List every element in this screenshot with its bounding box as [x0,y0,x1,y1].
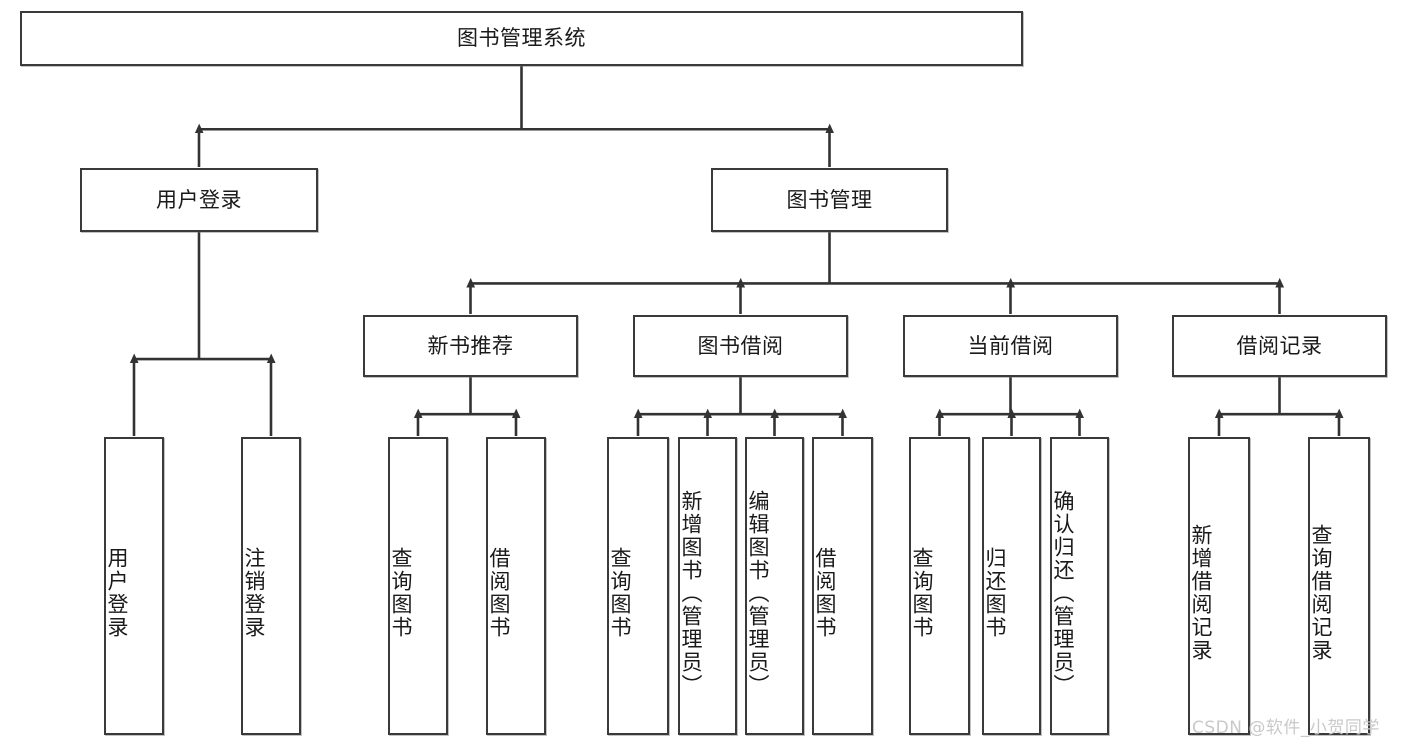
node-l-c-return[interactable]: 归还图书 [982,437,1041,735]
node-l-r-add[interactable]: 新增借阅记录 [1188,437,1250,735]
node-label: 查询图书 [608,547,633,639]
node-label: 查询图书 [389,547,414,639]
node-l-b-borrow[interactable]: 借阅图书 [812,437,873,735]
node-l-new-query[interactable]: 查询图书 [388,437,448,735]
node-label: 新增借阅记录 [1189,524,1214,662]
node-records[interactable]: 借阅记录 [1172,315,1387,377]
node-label: 确认归还（管理员） [1051,489,1076,697]
node-label: 当前借阅 [967,333,1054,358]
node-label: 新书推荐 [427,333,514,358]
node-label: 图书管理 [786,187,873,212]
node-label: 注销登录 [242,547,267,639]
node-root[interactable]: 图书管理系统 [20,11,1023,66]
node-label: 查询图书 [910,547,935,639]
node-current[interactable]: 当前借阅 [903,315,1118,377]
node-label: 图书管理系统 [457,26,586,51]
node-label: 图书借阅 [697,333,784,358]
node-bookmgmt[interactable]: 图书管理 [711,168,948,232]
node-l-r-query[interactable]: 查询借阅记录 [1308,437,1370,735]
node-label: 借阅图书 [487,547,512,639]
node-l-c-query[interactable]: 查询图书 [909,437,970,735]
node-borrow[interactable]: 图书借阅 [633,315,848,377]
node-l-b-add[interactable]: 新增图书（管理员） [678,437,737,735]
node-label: 借阅记录 [1236,333,1323,358]
node-l-b-edit[interactable]: 编辑图书（管理员） [745,437,804,735]
node-label: 新增图书（管理员） [679,489,704,697]
node-label: 用户登录 [105,547,130,639]
node-login[interactable]: 用户登录 [80,168,318,232]
node-l-user-login[interactable]: 用户登录 [104,437,164,735]
node-newbook[interactable]: 新书推荐 [363,315,578,377]
node-l-c-confirm[interactable]: 确认归还（管理员） [1050,437,1109,735]
node-l-user-logout[interactable]: 注销登录 [241,437,301,735]
node-label: 用户登录 [156,187,242,212]
watermark-text: CSDN @软件_小贺同学 [1192,718,1380,738]
node-l-new-borrow[interactable]: 借阅图书 [486,437,546,735]
node-l-b-query[interactable]: 查询图书 [607,437,669,735]
node-label: 查询借阅记录 [1309,524,1334,662]
node-label: 归还图书 [983,547,1008,639]
node-label: 编辑图书（管理员） [746,489,771,697]
node-label: 借阅图书 [813,547,838,639]
